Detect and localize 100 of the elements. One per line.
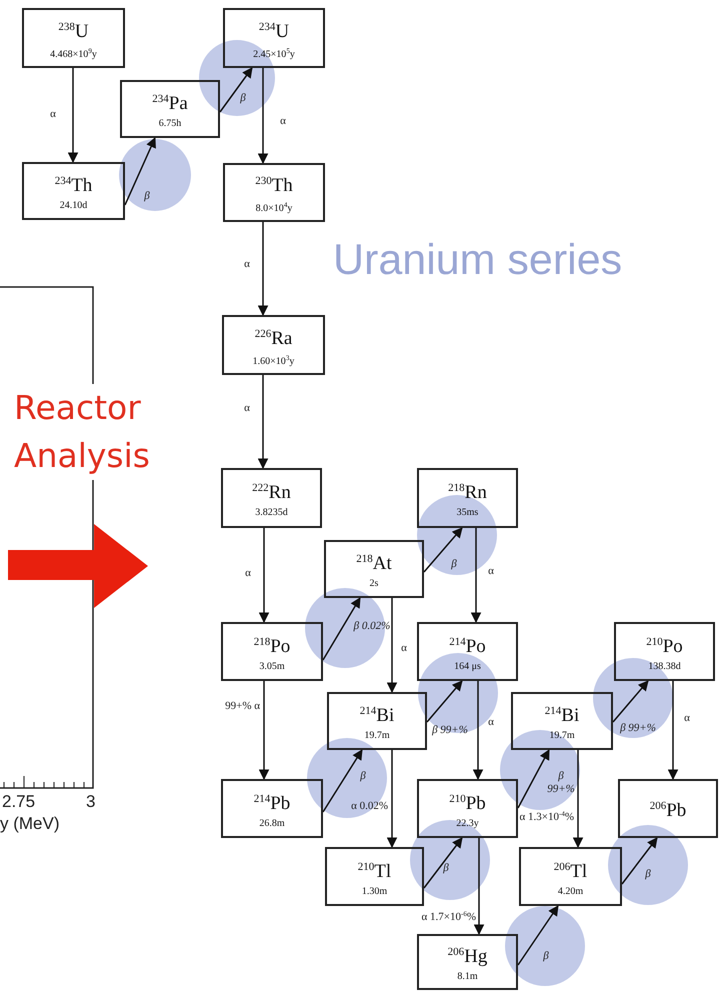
nuclide-box <box>327 692 427 750</box>
nuclide-box <box>324 540 424 598</box>
nuclide-box <box>417 468 518 528</box>
arrow <box>322 749 363 812</box>
nuclide-symbol: $^{206}$Pb <box>650 799 686 822</box>
half-life: 4.468×10$^{9}$y <box>50 46 97 60</box>
edge-label: β <box>239 92 247 105</box>
nuclide-symbol: $^{210}$Tl <box>358 860 392 882</box>
nuclide-box <box>519 847 622 906</box>
axis-tick-label: 3 <box>86 792 96 812</box>
edge-label: α 0.02% <box>350 800 388 813</box>
edge-label: α <box>243 258 251 271</box>
edge-label: β <box>644 868 652 881</box>
arrow <box>470 528 482 624</box>
nuclide-symbol: $^{234}$U <box>258 20 290 42</box>
nuclide-symbol: $^{234}$Pa <box>152 92 188 115</box>
half-life: 26.8m <box>259 816 285 830</box>
nuclide-box <box>223 8 325 68</box>
nuclide-box <box>222 315 325 375</box>
edge-label: β 0.02% <box>352 620 392 633</box>
edge-label: α 1.7×10$^{-6}$% <box>420 909 476 924</box>
nuclide-box <box>223 163 325 222</box>
half-life: 35ms <box>456 506 478 519</box>
edge-label: α <box>487 565 495 578</box>
nuclide-symbol: $^{230}$Th <box>255 174 293 197</box>
nuclide-box <box>221 622 323 681</box>
edge-label: α <box>400 642 408 655</box>
nuclide-symbol: $^{206}$Tl <box>554 860 588 882</box>
edge-label: α <box>487 716 495 729</box>
nuclide-symbol: $^{238}$U <box>58 20 89 42</box>
half-life: 19.7m <box>549 729 575 742</box>
arrow <box>386 598 398 694</box>
half-life: 8.1m <box>457 970 478 983</box>
nuclide-box <box>511 692 613 750</box>
arrow <box>386 750 398 848</box>
arrow <box>124 137 156 206</box>
half-life: 3.05m <box>259 660 285 672</box>
edge-label: α <box>683 712 691 725</box>
arrow <box>621 837 658 884</box>
arrow <box>668 681 678 780</box>
edge-label: β 99+% <box>619 722 657 735</box>
arrow <box>423 527 463 572</box>
half-life: 19.7m <box>364 729 390 742</box>
half-life: 4.20m <box>558 884 584 898</box>
edge-label: α <box>279 115 287 128</box>
nuclide-box <box>618 779 718 838</box>
edge-label: β <box>143 190 151 203</box>
nuclide-symbol: $^{214}$Bi <box>360 704 394 727</box>
edge-label: β 99+% <box>431 724 469 737</box>
axis-title: y (MeV) <box>0 814 60 834</box>
edge-label: β <box>450 558 458 571</box>
nuclide-symbol: $^{234}$Th <box>54 174 92 197</box>
arrow <box>612 680 649 722</box>
arrow <box>68 68 78 164</box>
nuclide-box <box>417 622 518 681</box>
half-life: 2s <box>370 577 378 590</box>
nuclide-box <box>417 779 518 838</box>
arrow <box>258 681 270 780</box>
half-life: 8.0×10$^{4}$y <box>256 200 292 215</box>
nuclide-symbol: $^{218}$Po <box>254 634 290 658</box>
arrow <box>258 375 268 470</box>
arrow <box>258 528 270 624</box>
arrow <box>219 67 253 112</box>
nuclide-symbol: $^{218}$At <box>356 552 392 575</box>
half-life: 1.60×10$^{3}$y <box>252 352 294 368</box>
nuclide-box <box>22 8 125 68</box>
half-life: 24.10d <box>60 199 88 212</box>
title: Uranium series <box>333 236 622 285</box>
arrow <box>517 905 559 966</box>
nuclide-symbol: $^{214}$Pb <box>254 792 290 814</box>
edge-label: α <box>243 402 251 415</box>
nuclide-symbol: $^{210}$Pb <box>449 792 486 814</box>
edge-label: β <box>359 770 367 783</box>
arrow <box>423 837 463 888</box>
edge-label: β <box>542 950 550 963</box>
nuclide-symbol: $^{214}$Po <box>449 634 486 658</box>
arrow <box>517 749 550 808</box>
nuclide-box <box>22 162 125 220</box>
axis-tick-label: 2.75 <box>2 792 36 812</box>
half-life: 164 μs <box>454 660 481 672</box>
half-life: 22.3y <box>456 816 479 830</box>
nuclide-box <box>325 847 424 906</box>
arrow <box>426 680 463 722</box>
edge-label: 99+% α <box>224 700 260 713</box>
half-life: 6.75h <box>158 117 182 130</box>
nuclide-symbol: $^{210}$Po <box>646 634 683 658</box>
nuclide-symbol: $^{214}$Bi <box>544 704 580 727</box>
arrow <box>258 68 268 164</box>
nuclide-symbol: $^{222}$Rn <box>252 481 291 504</box>
half-life: 2.45×10$^{5}$y <box>253 46 295 60</box>
half-life: 1.30m <box>362 884 388 898</box>
arrow <box>322 597 361 660</box>
arrow <box>472 681 484 780</box>
arrow <box>572 750 584 848</box>
nuclide-box <box>417 934 518 990</box>
nuclide-symbol: $^{206}$Hg <box>448 945 488 968</box>
edge-label: α 1.3×10$^{-4}$% <box>518 809 574 824</box>
nuclide-box <box>221 468 322 528</box>
edge-label: α <box>49 108 57 121</box>
nuclide-symbol: $^{218}$Rn <box>448 481 487 504</box>
